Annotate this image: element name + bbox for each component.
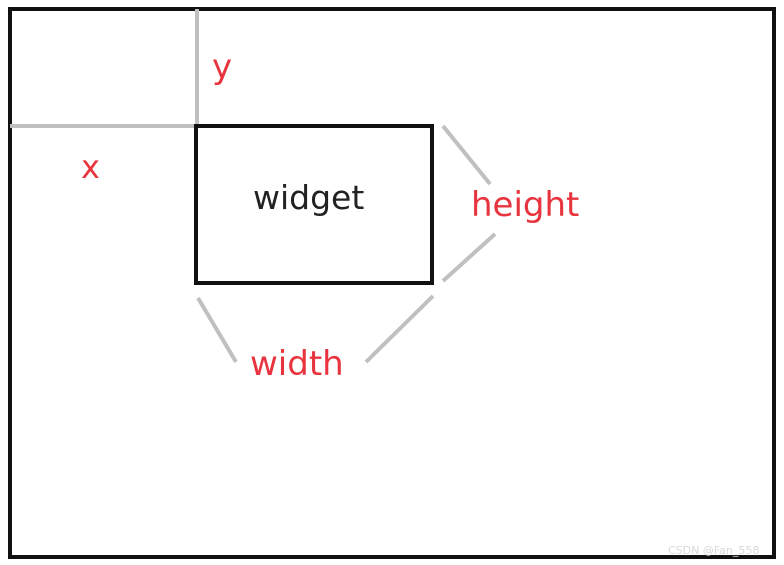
height-bracket-bottom — [441, 232, 497, 283]
height-label: height — [471, 185, 580, 225]
y-label: y — [212, 47, 233, 87]
x-label: x — [81, 148, 100, 186]
window-frame — [8, 7, 776, 559]
widget-box — [194, 124, 434, 285]
width-label: width — [250, 344, 344, 384]
widget-label: widget — [253, 178, 365, 217]
width-bracket-left — [196, 296, 238, 364]
width-bracket-right — [364, 294, 435, 364]
watermark: CSDN @Fan_558 — [668, 544, 760, 557]
height-bracket-top — [441, 124, 492, 186]
